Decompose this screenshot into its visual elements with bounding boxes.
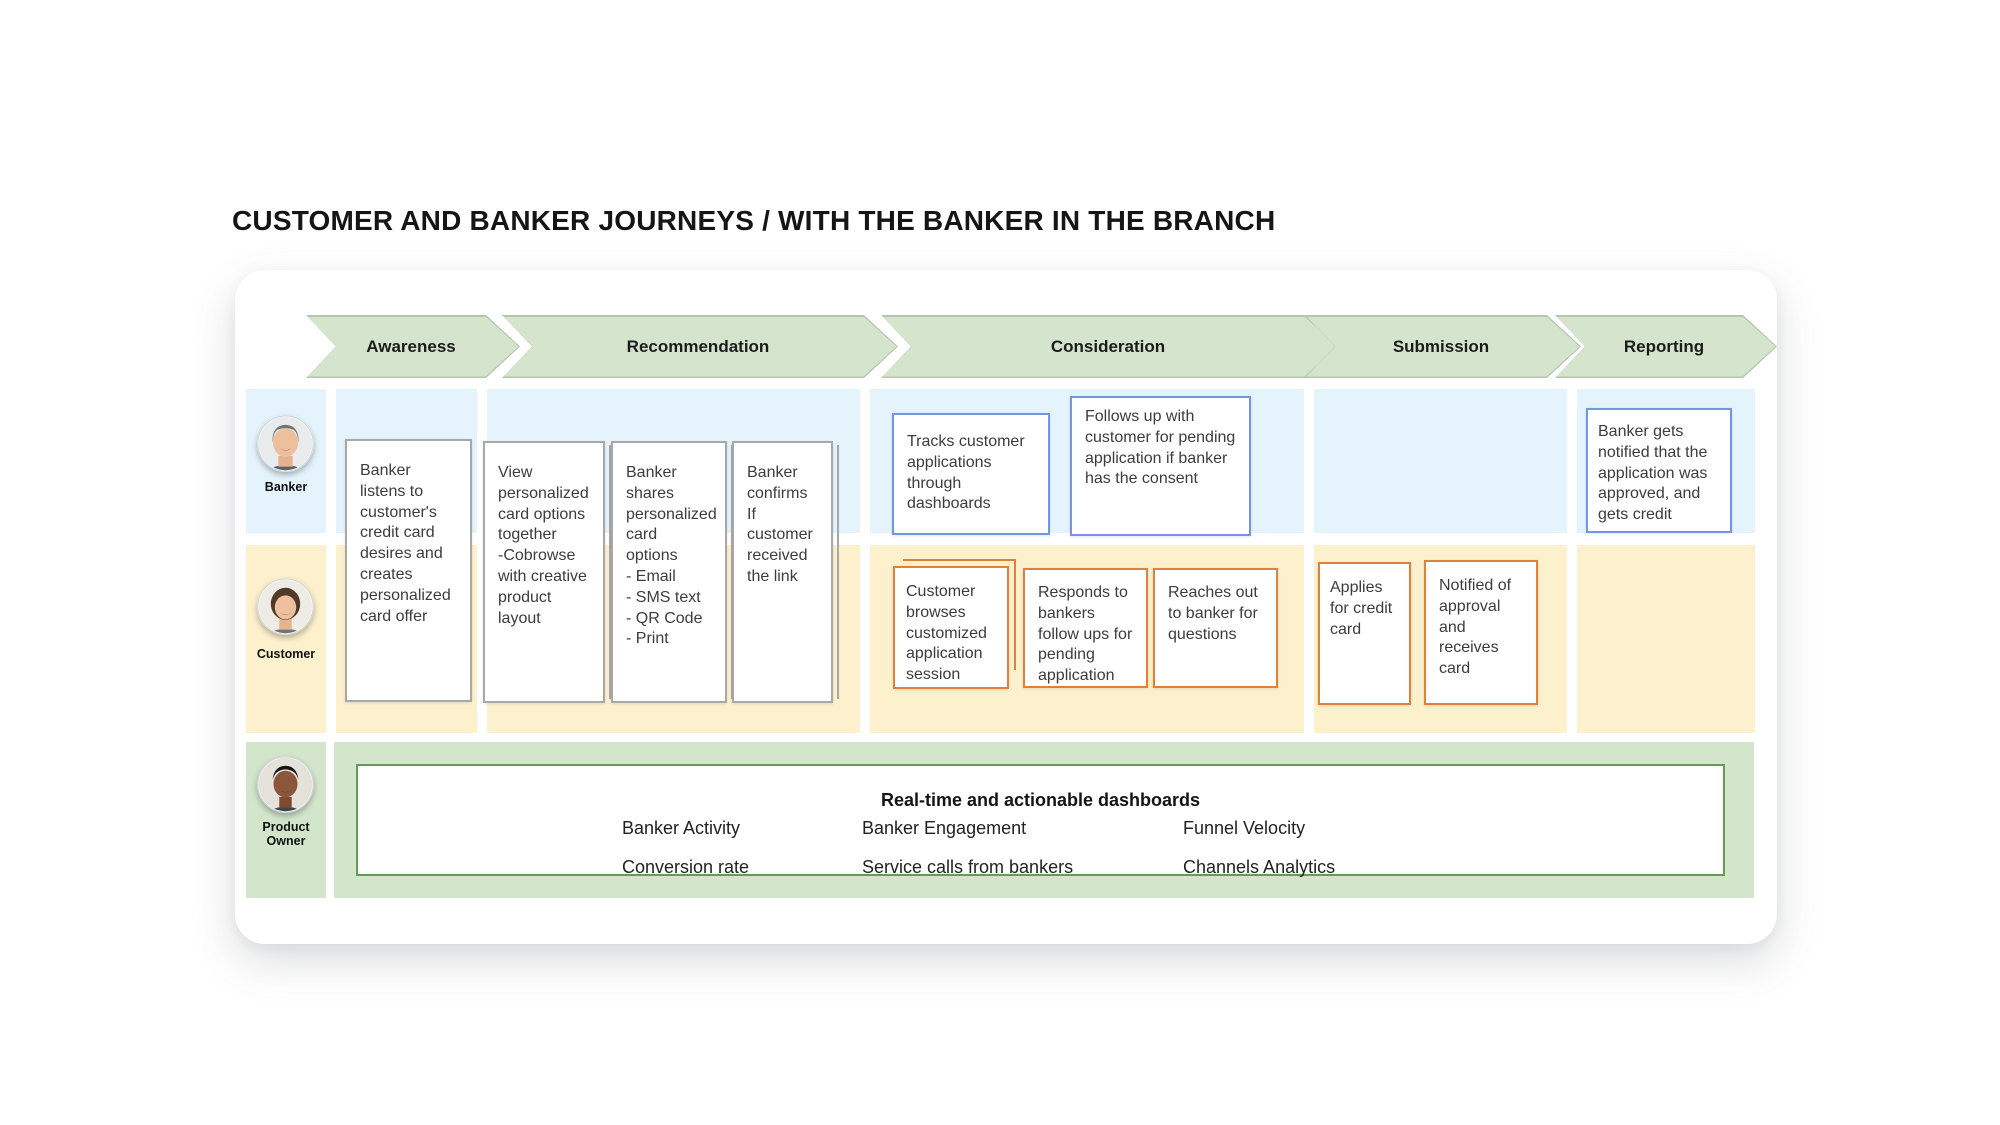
dashboard-item: Service calls from bankers bbox=[862, 857, 1074, 877]
phase-label: Consideration bbox=[1050, 336, 1166, 356]
customer-avatar bbox=[257, 578, 314, 635]
chevron-shape bbox=[308, 317, 519, 377]
lane-label-banker: Banker bbox=[264, 480, 308, 494]
product-owner-lane-header: Product Owner bbox=[246, 742, 326, 898]
card-consideration-follows-up: Follows up with customer for pending app… bbox=[1070, 396, 1251, 536]
chevron-shape bbox=[504, 317, 897, 377]
phase-submission: Submission bbox=[1305, 315, 1581, 378]
dashboard-item: Conversion rate bbox=[622, 857, 750, 877]
card-reporting-banker-notified: Banker gets notified that the applicatio… bbox=[1586, 408, 1732, 533]
banker-lane-header: Banker bbox=[246, 389, 326, 533]
chevron-shape bbox=[1557, 317, 1776, 377]
product-owner-avatar bbox=[257, 756, 314, 813]
dashboard-item: Banker Activity bbox=[622, 818, 741, 838]
card-consideration-customer-reaches-out: Reaches out to banker for questions bbox=[1153, 568, 1278, 688]
card-awareness-banker: Banker listens to customer's credit card… bbox=[345, 439, 472, 702]
card-recommendation-share-options: Banker shares personalized card options … bbox=[611, 441, 733, 703]
card-consideration-customer-responds: Responds to bankers follow ups for pendi… bbox=[1023, 568, 1148, 688]
phase-awareness: Awareness bbox=[306, 315, 520, 378]
card-recommendation-view-options: View personalized card options together … bbox=[483, 441, 611, 703]
banker-avatar bbox=[257, 415, 314, 472]
lane-label-product-owner: Product Owner bbox=[262, 820, 310, 849]
banker-lane-cell-submission bbox=[1314, 389, 1567, 533]
dashboards-box bbox=[356, 764, 1725, 876]
chevron-shape bbox=[1307, 317, 1580, 377]
chevron-shape bbox=[883, 317, 1338, 377]
phase-label: Recommendation bbox=[626, 336, 770, 356]
customer-lane-header: Customer bbox=[246, 545, 326, 733]
page-title: CUSTOMER AND BANKER JOURNEYS / WITH THE … bbox=[232, 204, 1276, 236]
phase-label: Submission bbox=[1392, 336, 1490, 356]
phase-label: Awareness bbox=[366, 336, 456, 356]
phase-reporting: Reporting bbox=[1555, 315, 1777, 378]
phase-recommendation: Recommendation bbox=[502, 315, 898, 378]
phase-consideration: Consideration bbox=[881, 315, 1339, 378]
dashboard-item: Banker Engagement bbox=[862, 818, 1027, 838]
card-submission-applies: Applies for credit card bbox=[1318, 562, 1411, 705]
card-consideration-customer-browses: Customer browses customized application … bbox=[893, 559, 1016, 689]
dashboard-item: Channels Analytics bbox=[1183, 857, 1336, 877]
card-recommendation-confirm-link: Banker confirms If customer received the… bbox=[732, 441, 839, 703]
card-consideration-tracks-applications: Tracks customer applications through das… bbox=[892, 413, 1050, 535]
card-submission-notified: Notified of approval and receives card bbox=[1424, 560, 1538, 705]
dashboard-item: Funnel Velocity bbox=[1183, 818, 1306, 838]
dashboards-title: Real-time and actionable dashboards bbox=[880, 790, 1201, 810]
lane-label-customer: Customer bbox=[256, 647, 316, 661]
customer-lane-cell-reporting bbox=[1577, 545, 1755, 733]
phase-label: Reporting bbox=[1623, 336, 1705, 356]
